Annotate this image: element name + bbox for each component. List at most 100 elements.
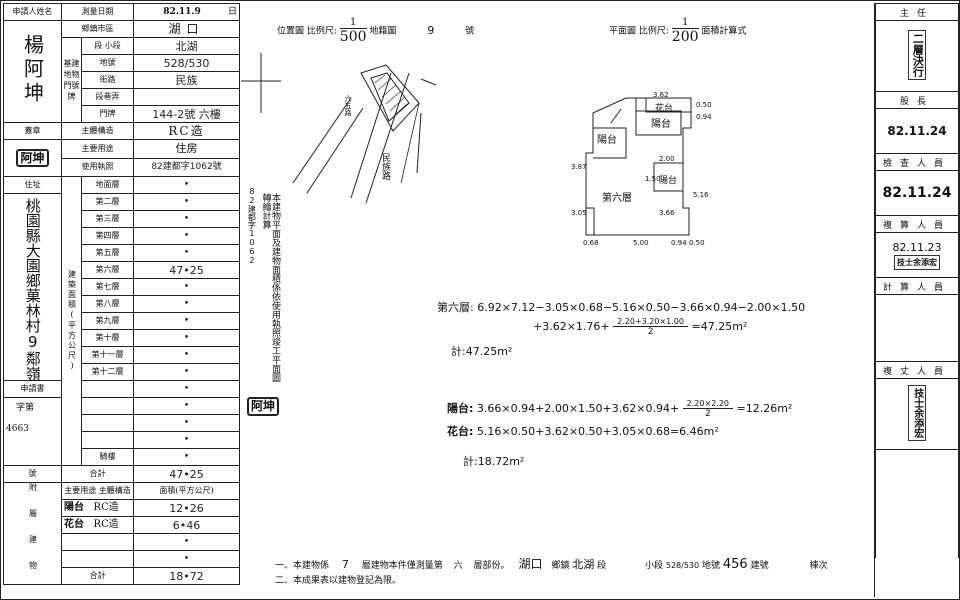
plan-dim: 2.00 <box>659 155 675 163</box>
annex-total-value: 18•72 <box>133 567 240 585</box>
sheet-value: 9 <box>427 23 435 37</box>
plan-scale-num: 1 <box>671 17 699 29</box>
calc-sum2: 計:18.72m² <box>463 455 525 468</box>
footer1-lot: 528/530 <box>665 561 700 570</box>
floor-area: • <box>133 346 240 364</box>
floor-name <box>81 431 134 449</box>
section-label: 段 小段 <box>81 37 134 55</box>
sheet-label: 地籍圖 <box>369 26 397 37</box>
reviewer-label: 複算人員 <box>875 215 959 233</box>
annex-label: 附屬建物 <box>3 482 62 585</box>
checker-date: 82.11.24 <box>875 170 959 216</box>
calc1-frac-den: 2 <box>647 327 654 337</box>
calc1-frac-num: 2.20+3.20×1.00 <box>613 317 688 327</box>
annex-total-label: 合計 <box>61 567 134 585</box>
plan-dim: 0.94 <box>696 113 712 121</box>
floor-name: 第十一層 <box>81 346 134 364</box>
annex-area: • <box>133 533 240 551</box>
floor-name: 第三層 <box>81 210 134 228</box>
annex-structure: RC造 <box>93 519 119 530</box>
plan-dim: 0.94 <box>671 239 687 247</box>
footer1-d: 鄉鎮 <box>551 561 570 571</box>
lot-value: 528/530 <box>133 54 240 72</box>
floor-area: 47•25 <box>133 261 240 279</box>
side-note: 本建物平面及建物面積係依使用執照竣工平面圖轉繪計算 <box>260 193 280 382</box>
calc1-label: 第六層: <box>437 301 474 314</box>
footer1-floor: 六 <box>453 561 463 571</box>
applicant-label: 申請人姓名 <box>3 3 62 21</box>
surveyor-label: 複丈人員 <box>875 361 959 379</box>
license-label: 使用執照 <box>61 157 134 177</box>
floor-area: • <box>133 363 240 381</box>
floor-area: • <box>133 397 240 415</box>
location-scale-num: 1 <box>339 17 367 29</box>
address-value: 桃園縣大園鄉菓林村9鄰嶺下48號 <box>23 198 42 381</box>
plan-dim: 0.50 <box>689 239 705 247</box>
floor-area: • <box>133 193 240 211</box>
annex-use: 花台 <box>64 519 84 530</box>
seal-label: 蓋章 <box>3 122 62 140</box>
section-value: 北湖 <box>133 37 240 55</box>
calc2-frac-num: 2.20×2.20 <box>682 399 733 409</box>
calc2-label: 陽台: <box>447 402 474 415</box>
plan-floor-label: 第六層 <box>602 193 632 204</box>
footer1-h: 棟次 <box>809 561 828 571</box>
lot-label: 地號 <box>81 54 134 72</box>
head-label: 主任 <box>875 3 959 21</box>
drawing-svg <box>241 53 692 236</box>
plan-dim: 5.00 <box>633 239 649 247</box>
doorplate-value: 144-2號 <box>152 107 196 121</box>
doc-number: 4663 <box>6 424 29 434</box>
floor-name: 第四層 <box>81 227 134 245</box>
floor-name: 第五層 <box>81 244 134 262</box>
plan-balcony-label: 陽台 <box>597 135 617 146</box>
survey-date-label: 測量日期 <box>61 3 134 21</box>
street-label: 街路 <box>81 71 134 89</box>
footer1-floors: 7 <box>341 558 349 571</box>
approval-column: 主任 二層決行 股長 82.11.24 檢查人員 82.11.24 複算人員 8… <box>874 3 959 597</box>
location-map <box>241 53 437 204</box>
calc1-line1: 6.92×7.12−3.05×0.68−5.16×0.50−3.66×0.94−… <box>477 301 806 314</box>
floor-area: • <box>133 329 240 347</box>
plan-scale-den: 200 <box>671 29 699 45</box>
plan-dim: 0.68 <box>583 239 599 247</box>
calc3-expr: 5.16×0.50+3.62×0.50+3.05×0.68=6.46m² <box>476 425 719 438</box>
floor-name: 第七層 <box>81 278 134 296</box>
calculator-label: 計算人員 <box>875 277 959 295</box>
section-chief-label: 股長 <box>875 91 959 109</box>
plan-dim: 1.50 <box>645 175 661 183</box>
left-info-table: 申請人姓名 測量日期 82.11.9 日 楊阿坤 鄉鎮市區 湖口 基建地物門號牌… <box>3 3 240 595</box>
annex-use-label: 主要用途 <box>64 486 97 495</box>
footer1-bno: 456 <box>722 557 748 572</box>
license-value: 82建都字1062號 <box>133 157 240 177</box>
floor-name: 第六層 <box>81 261 134 279</box>
location-scale-den: 500 <box>339 29 367 45</box>
loc-road-label: 民族路 <box>380 153 390 180</box>
side-license: 82建都字1062 <box>247 187 257 265</box>
floor-area: • <box>133 448 240 466</box>
applicant-seal-stamp: 阿坤 <box>16 148 49 168</box>
floor-name <box>81 397 134 415</box>
plan-dim: 0.50 <box>696 101 712 109</box>
area-calc-label: 面積計算式 <box>701 26 747 37</box>
floor-area: • <box>133 295 240 313</box>
calc2-frac-den: 2 <box>704 409 711 419</box>
location-label: 位置圖 比例尺: <box>277 26 337 37</box>
footer1-town: 湖口 <box>518 557 543 571</box>
use-label: 主要用途 <box>61 139 134 159</box>
calc2-result: =12.26m² <box>736 402 793 415</box>
street-value: 民族 <box>133 71 240 89</box>
footer1-section: 北湖 <box>572 558 595 571</box>
calc-sum1: 計:47.25m² <box>451 345 513 358</box>
reviewer-date: 82.11.23 <box>892 240 942 254</box>
floor-plan <box>585 97 692 236</box>
floor-name: 第九層 <box>81 312 134 330</box>
floor-area: • <box>133 431 240 449</box>
annex-structure-label: 主體構造 <box>98 486 131 495</box>
floor-area: • <box>133 210 240 228</box>
plan-dim: 3.87 <box>571 163 587 171</box>
floor-area: • <box>133 227 240 245</box>
floor-name: 第二層 <box>81 193 134 211</box>
center-seal-stamp: 阿坤 <box>247 397 280 416</box>
annex-area: 12•26 <box>133 499 240 517</box>
